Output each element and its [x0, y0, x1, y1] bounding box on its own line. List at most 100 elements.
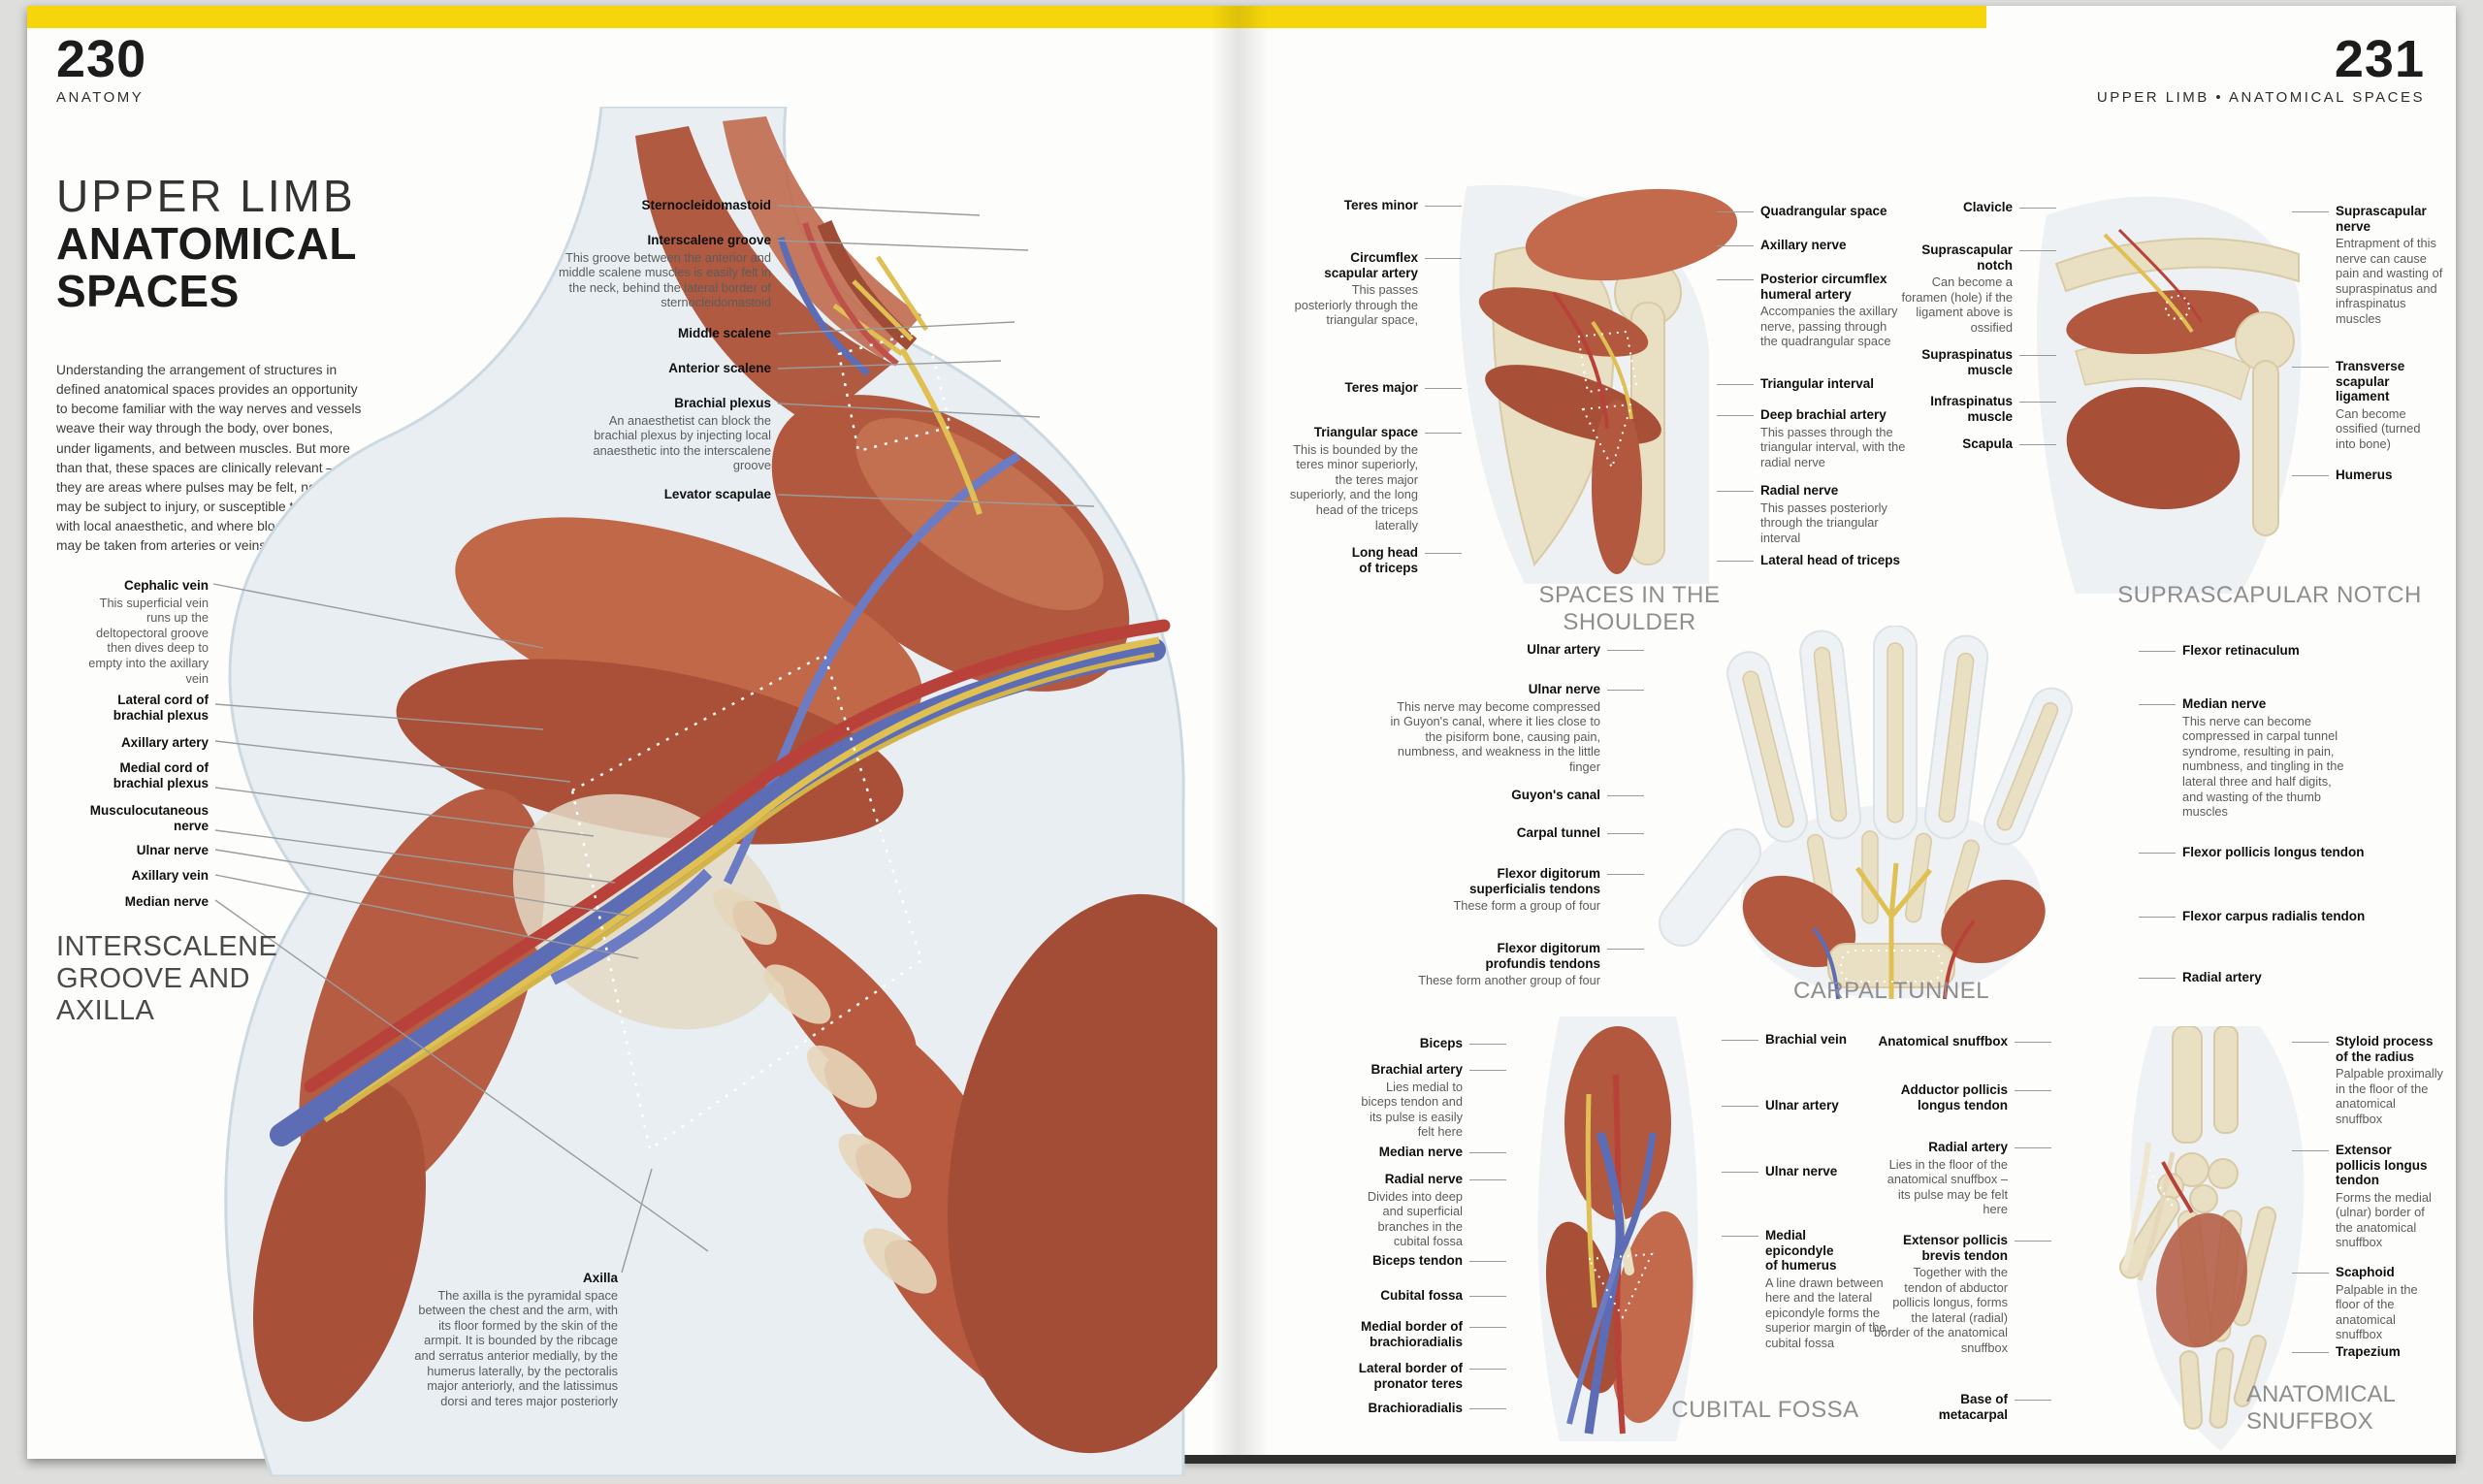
- label-term: Median nerve: [1378, 1145, 1463, 1159]
- dotted-cubital-fossa: [1587, 1252, 1654, 1320]
- label-term: Extensor pollicis brevis tendon: [1902, 1233, 2008, 1263]
- label-term: Clavicle: [1962, 200, 2013, 214]
- label-term: Middle scalene: [677, 326, 771, 340]
- shoulder-spaces-illustration: [1459, 184, 1738, 584]
- page-number-right: 231: [2334, 30, 2425, 88]
- label-note: Palpable proximally in the floor of the …: [2336, 1066, 2443, 1126]
- label-long-head-of-triceps: Long head of triceps: [1282, 545, 1462, 575]
- title-line-1: UPPER LIMB: [56, 171, 356, 221]
- label-term: Levator scapulae: [663, 487, 771, 501]
- label-lateral-border-pronator-teres: Lateral border of pronator teres: [1332, 1361, 1506, 1391]
- label-term: Flexor retinaculum: [2182, 643, 2300, 658]
- label-brachial-vein: Brachial vein: [1722, 1032, 1901, 1048]
- label-term: Biceps tendon: [1371, 1253, 1463, 1268]
- label-term: Axillary nerve: [1760, 238, 1847, 252]
- label-term: Extensor pollicis longus tendon: [2336, 1143, 2428, 1188]
- label-sternocleidomastoid: Sternocleidomastoid: [538, 198, 771, 213]
- label-trapezium: Trapezium: [2292, 1344, 2452, 1360]
- label-term: Lateral border of pronator teres: [1358, 1361, 1463, 1391]
- label-cephalic-vein: Cephalic vein This superficial vein runs…: [73, 578, 209, 686]
- label-term: Ulnar nerve: [136, 843, 209, 857]
- header-left: 230 ANATOMY: [56, 33, 146, 106]
- label-term: Axillary artery: [120, 735, 209, 750]
- label-term: Anatomical snuffbox: [1878, 1034, 2008, 1048]
- label-term: Medial border of brachioradialis: [1360, 1319, 1463, 1349]
- label-term: Cephalic vein: [123, 578, 209, 593]
- yellow-top-bar: [27, 6, 1986, 28]
- label-base-of-metacarpal: Base of metacarpal: [1872, 1392, 2051, 1422]
- label-term: Carpal tunnel: [1516, 825, 1600, 840]
- label-term: Suprascapular nerve: [2336, 204, 2427, 234]
- label-term: Long head of triceps: [1351, 545, 1418, 575]
- caption-line: ANATOMICAL: [2246, 1381, 2396, 1407]
- label-posterior-circumflex-humeral-artery: Posterior circumflex humeral artery Acco…: [1717, 272, 1904, 349]
- label-term: Ulnar artery: [1527, 642, 1600, 657]
- label-scaphoid: Scaphoid Palpable in the floor of the an…: [2292, 1265, 2442, 1342]
- label-medial-border-brachioradialis: Medial border of brachioradialis: [1332, 1319, 1506, 1349]
- label-term: Supraspinatus muscle: [1921, 347, 2013, 377]
- intro-paragraph: Understanding the arrangement of structu…: [56, 363, 362, 554]
- label-term: Scapula: [1962, 436, 2013, 451]
- label-term: Infraspinatus muscle: [1930, 394, 2013, 424]
- label-lateral-head-of-triceps: Lateral head of triceps: [1717, 553, 1945, 568]
- label-term: Quadrangular space: [1760, 204, 1887, 218]
- label-flexor-retinaculum: Flexor retinaculum: [2139, 643, 2357, 659]
- label-note: Entrapment of this nerve can cause pain …: [2336, 236, 2443, 327]
- label-humerus: Humerus: [2292, 468, 2452, 483]
- section-label-right: UPPER LIMB • ANATOMICAL SPACES: [2096, 89, 2425, 106]
- label-ulnar-artery-ct: Ulnar artery: [1445, 642, 1644, 658]
- label-anterior-scalene: Anterior scalene: [577, 361, 771, 376]
- label-term: Suprascapular notch: [1921, 242, 2013, 273]
- label-carpal-tunnel: Carpal tunnel: [1445, 825, 1644, 841]
- label-note: These form a group of four: [1453, 898, 1600, 914]
- label-term: Brachioradialis: [1368, 1401, 1463, 1415]
- label-transverse-scapular-ligament: Transverse scapular ligament Can become …: [2292, 359, 2442, 451]
- label-radial-nerve: Radial nerve This passes posteriorly thr…: [1717, 483, 1901, 545]
- label-note: A line drawn between here and the latera…: [1765, 1274, 1886, 1350]
- label-term: Teres minor: [1343, 198, 1418, 212]
- label-extensor-pollicis-brevis-tendon: Extensor pollicis brevis tendon Together…: [1874, 1233, 2051, 1356]
- label-lateral-cord: Lateral cord of brachial plexus: [48, 693, 209, 723]
- label-term: Sternocleidomastoid: [641, 198, 771, 212]
- label-brachial-artery: Brachial artery Lies medial to biceps te…: [1354, 1062, 1506, 1140]
- label-infraspinatus-muscle: Infraspinatus muscle: [1886, 394, 2056, 424]
- label-term: Flexor pollicis longus tendon: [2182, 845, 2365, 859]
- label-teres-major: Teres major: [1263, 380, 1462, 396]
- label-note: These form another group of four: [1418, 973, 1600, 988]
- label-supraspinatus-muscle: Supraspinatus muscle: [1886, 347, 2056, 377]
- label-medial-cord: Medial cord of brachial plexus: [48, 760, 209, 790]
- label-term: Humerus: [2336, 468, 2393, 482]
- label-brachial-plexus: Brachial plexus An anaesthetist can bloc…: [592, 396, 771, 473]
- label-term: Styloid process of the radius: [2336, 1034, 2434, 1064]
- label-term: Flexor carpus radialis tendon: [2182, 909, 2366, 923]
- label-styloid-process-of-radius: Styloid process of the radius Palpable p…: [2292, 1034, 2444, 1126]
- label-term: Deep brachial artery: [1760, 407, 1886, 422]
- dotted-quadrangular-space: [1576, 330, 1638, 394]
- label-deep-brachial-artery: Deep brachial artery This passes through…: [1717, 407, 1906, 469]
- label-circumflex-scapular-artery: Circumflex scapular artery This passes p…: [1294, 250, 1462, 328]
- label-note: This superficial vein runs up the deltop…: [88, 595, 209, 686]
- label-flexor-pollicis-longus-tendon: Flexor pollicis longus tendon: [2139, 845, 2405, 860]
- label-term: Interscalene groove: [647, 233, 771, 247]
- label-interscalene-groove: Interscalene groove This groove between …: [543, 233, 771, 310]
- section-label-left: ANATOMY: [56, 89, 145, 106]
- label-note: This is bounded by the teres minor super…: [1289, 441, 1418, 532]
- label-note: This passes posteriorly through the tria…: [1760, 500, 1887, 545]
- page-gutter-shadow: [1210, 6, 1269, 1459]
- figure-caption-cubital-fossa: CUBITAL FOSSA: [1671, 1397, 1859, 1423]
- label-suprascapular-nerve: Suprascapular nerve Entrapment of this n…: [2292, 204, 2450, 327]
- page-edge-strip: [757, 1455, 2456, 1464]
- label-term: Biceps: [1419, 1036, 1463, 1050]
- label-term: Flexor digitorum superficialis tendons: [1468, 866, 1600, 896]
- label-note: Divides into deep and superficial branch…: [1367, 1188, 1463, 1249]
- label-term: Medial cord of brachial plexus: [113, 760, 209, 790]
- cephalic-vein-path: [723, 452, 1021, 886]
- label-term: Transverse scapular ligament: [2336, 359, 2405, 404]
- label-note: Palpable in the floor of the anatomical …: [2336, 1281, 2418, 1342]
- label-note: The axilla is the pyramidal space betwee…: [414, 1287, 618, 1408]
- label-note: Lies in the floor of the anatomical snuf…: [1886, 1156, 2008, 1217]
- figure-caption-carpal-tunnel: CARPAL TUNNEL: [1792, 978, 1990, 1004]
- label-cubital-fossa: Cubital fossa: [1327, 1288, 1506, 1304]
- label-term: Lateral cord of brachial plexus: [113, 693, 209, 723]
